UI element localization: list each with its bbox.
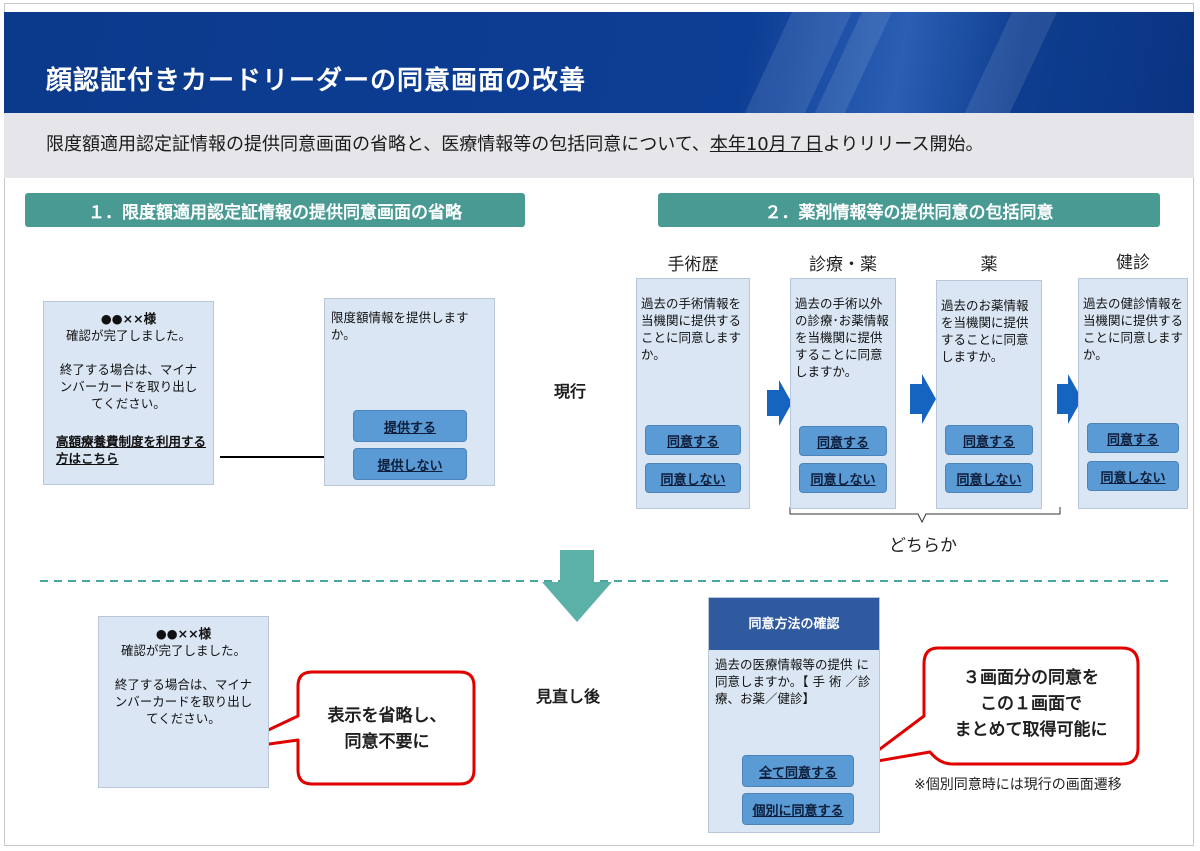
subtitle-band <box>4 113 1194 178</box>
release-date: 本年10月７日 <box>709 134 823 155</box>
consent-method-header: 同意方法の確認 <box>709 598 879 650</box>
callout-omit: 表示を省略し、 同意不要に <box>327 706 447 752</box>
section1-label: １．限度額適用認定証情報の提供同意画面の省略 <box>25 193 525 227</box>
limit-question: 限度額情報を提供しますか。 <box>331 310 469 342</box>
patient-name-after: ●●××様 <box>155 626 212 641</box>
disagree-button-checkup[interactable]: 同意しない <box>1087 461 1179 491</box>
consent-question: 過去の医療情報等の提供 に同意しますか。【 手 術 ／診療、お薬／健診】 <box>715 657 871 706</box>
subtitle: 限度額適用認定証情報の提供同意画面の省略と、医療情報等の包括同意について、本年1… <box>46 134 984 155</box>
checkup-question: 過去の健診情報を当機関に提供することに同意しますか。 <box>1083 296 1184 362</box>
patient-name: ●●××様 <box>100 311 157 326</box>
page-title: 顔認証付きカードリーダーの同意画面の改善 <box>46 66 587 96</box>
current-label: 現行 <box>554 382 587 401</box>
provide-button[interactable]: 提供する <box>353 410 467 442</box>
agree-button-checkup[interactable]: 同意する <box>1087 423 1179 453</box>
column-head-medical: 診療・薬 <box>809 255 877 275</box>
disagree-button-surgery[interactable]: 同意しない <box>645 463 741 493</box>
column-head-medicine: 薬 <box>980 255 998 275</box>
surgery-question: 過去の手術情報を当機関に提供することに同意しますか。 <box>641 296 742 362</box>
column-head-surgery: 手術歴 <box>667 255 719 275</box>
agree-button-medicine[interactable]: 同意する <box>945 425 1033 455</box>
confirm-text: 確認が完了しました。 <box>65 328 191 343</box>
high-cost-link[interactable]: 高額療養費制度を利用する方はこちら <box>56 434 207 466</box>
either-label: どちらか <box>889 536 957 556</box>
agree-button-medical[interactable]: 同意する <box>799 426 887 456</box>
revised-label: 見直し後 <box>536 687 601 706</box>
agree-individual-button[interactable]: 個別に同意する <box>742 793 854 825</box>
callout-bundle: ３画面分の同意を この１画面で まとめて取得可能に <box>954 668 1108 740</box>
exit-text-after: 終了する場合は、マイナンバーカードを取り出してください。 <box>114 677 253 726</box>
completion-screen-current: ●●××様 確認が完了しました。 終了する場合は、マイナンバーカードを取り出して… <box>43 301 214 485</box>
confirm-text-after: 確認が完了しました。 <box>120 643 246 658</box>
exit-text: 終了する場合は、マイナンバーカードを取り出してください。 <box>59 362 198 411</box>
column-head-checkup: 健診 <box>1116 253 1150 273</box>
completion-screen-after: ●●××様 確認が完了しました。 終了する場合は、マイナンバーカードを取り出して… <box>98 616 269 788</box>
agree-button-surgery[interactable]: 同意する <box>645 425 741 455</box>
header-banner <box>4 12 1194 113</box>
disagree-button-medicine[interactable]: 同意しない <box>945 463 1033 493</box>
no-provide-button[interactable]: 提供しない <box>353 448 467 480</box>
medical-question: 過去の手術以外の診療･お薬情報を当機関に提供することに同意しますか。 <box>795 296 889 379</box>
disagree-button-medical[interactable]: 同意しない <box>799 463 887 493</box>
individual-consent-note: ※個別同意時には現行の画面遷移 <box>914 777 1122 793</box>
section2-label: ２．薬剤情報等の提供同意の包括同意 <box>658 193 1160 227</box>
page-frame <box>4 3 1194 846</box>
agree-all-button[interactable]: 全て同意する <box>742 755 854 787</box>
medicine-question: 過去のお薬情報を当機関に提供することに同意しますか。 <box>941 298 1029 364</box>
